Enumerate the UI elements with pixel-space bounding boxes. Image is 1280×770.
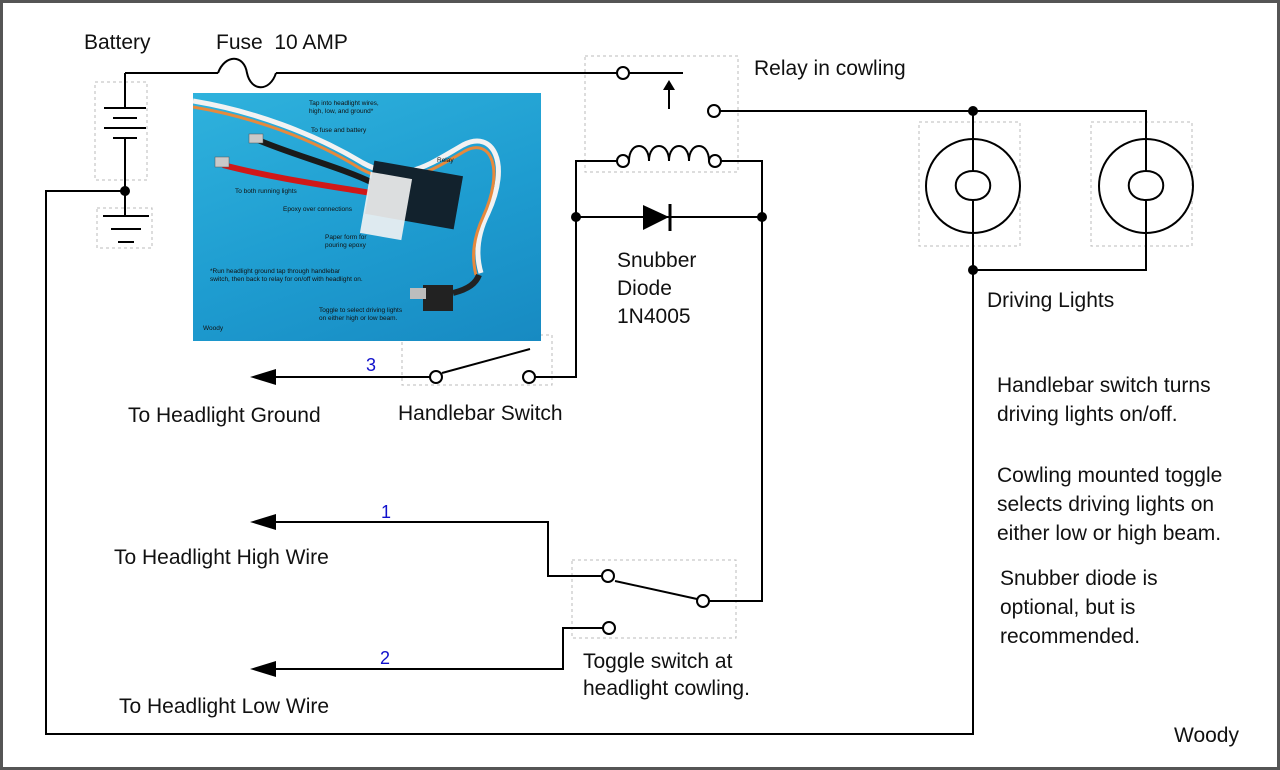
photo-wire-black — [256, 137, 375, 186]
wire-relay-to-lights — [720, 110, 1147, 125]
relay-terminal-no — [707, 104, 721, 118]
junction-diode-right — [757, 212, 767, 222]
to-headlight-low-label: To Headlight Low Wire — [119, 695, 330, 718]
relay-terminal-common — [616, 66, 630, 80]
battery-symbol — [104, 107, 146, 139]
wire-coil-right — [709, 160, 763, 602]
relay-label: Relay in cowling — [754, 57, 906, 80]
photo-harness-orange — [193, 105, 496, 276]
toggle-switch-dashed-box — [571, 559, 737, 639]
lamp2-filament — [1127, 125, 1165, 232]
photo-toggle-wires — [452, 273, 482, 296]
battery-dashed-box — [94, 81, 148, 181]
relay-photo-illustration — [193, 98, 501, 311]
photo-harness-white — [193, 98, 501, 274]
relay-photo: Tap into headlight wires,high, low, and … — [193, 93, 541, 341]
wire-high — [275, 521, 602, 577]
ground-symbol — [103, 215, 149, 243]
author-label: Woody — [1174, 724, 1239, 747]
photo-toggle-lever — [410, 288, 426, 299]
handlebar-terminal-left — [429, 370, 443, 384]
relay-coil-terminal-left — [616, 154, 630, 168]
wire-coil-left — [535, 160, 617, 378]
ground-dashed-box — [96, 207, 153, 249]
toggle-terminal-low — [602, 621, 616, 635]
photo-author: Woody — [203, 325, 224, 332]
photo-wire-red — [222, 162, 372, 196]
relay-arrow-head — [663, 80, 675, 90]
to-headlight-ground-label: To Headlight Ground — [128, 404, 321, 427]
arrow-low — [250, 661, 276, 677]
junction-lamp-top — [968, 106, 978, 116]
wire-lights-return — [45, 190, 1147, 735]
arrow-ground — [250, 369, 276, 385]
photo-callout-fuse: To fuse and battery — [311, 127, 367, 134]
battery-label: Battery — [84, 31, 151, 54]
lamp2-dashed-box — [1090, 121, 1193, 247]
fuse-label: Fuse 10 AMP — [216, 31, 348, 54]
fuse-symbol — [217, 57, 277, 89]
wire-battery-to-fuse — [124, 72, 218, 108]
photo-epoxy-form — [359, 171, 413, 241]
diode-symbol — [643, 205, 669, 230]
wire-low — [275, 627, 603, 670]
photo-terminal-2 — [214, 156, 230, 168]
relay-coil — [628, 145, 715, 162]
arrow-high — [250, 514, 276, 530]
handlebar-terminal-right — [522, 370, 536, 384]
junction-battery — [120, 186, 130, 196]
toggle-terminal-high — [601, 569, 615, 583]
junction-lamp-bottom — [968, 265, 978, 275]
to-headlight-high-label: To Headlight High Wire — [114, 546, 329, 569]
wire-number-low: 2 — [380, 648, 391, 668]
photo-callout-running: To both running lights — [235, 188, 297, 195]
photo-toggle-body — [423, 285, 453, 311]
lamp1-dashed-box — [918, 121, 1021, 247]
photo-callout-relay: Relay — [437, 157, 454, 164]
toggle-switch-blade — [614, 580, 698, 600]
toggle-terminal-common — [696, 594, 710, 608]
handlebar-switch-blade — [441, 348, 531, 374]
relay-coil-terminal-right — [708, 154, 722, 168]
photo-callout-tap: Tap into headlight wires,high, low, and … — [309, 100, 379, 115]
relay-dashed-box — [584, 55, 739, 173]
photo-callout-run: *Run headlight ground tap through handle… — [210, 268, 363, 283]
photo-terminal-1 — [248, 133, 264, 144]
wire-number-ground: 3 — [366, 355, 377, 375]
lamp1-filament — [954, 140, 992, 232]
photo-callout-epoxy: Epoxy over connections — [283, 206, 353, 213]
wire-number-high: 1 — [381, 502, 392, 522]
handlebar-switch-label: Handlebar Switch — [398, 402, 563, 425]
junction-diode-left — [571, 212, 581, 222]
driving-lights-label: Driving Lights — [987, 289, 1115, 312]
